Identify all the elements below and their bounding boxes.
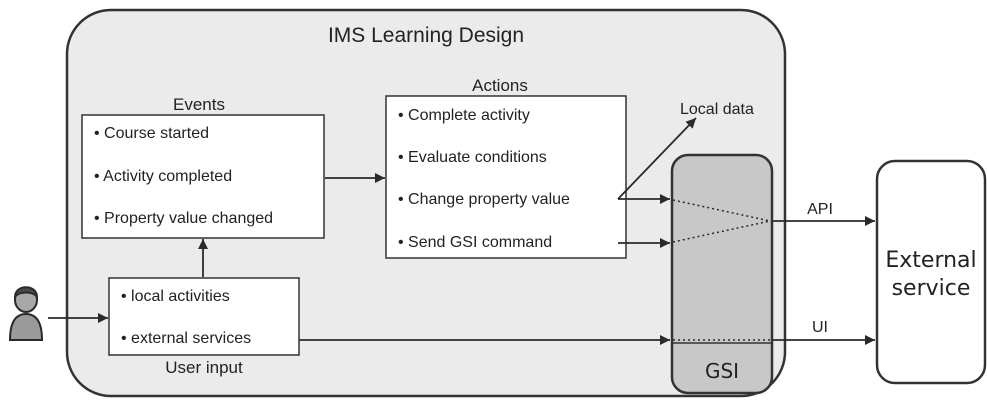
gsi-route-dotted	[672, 220, 771, 243]
ui-label: UI	[812, 319, 828, 336]
actions-item: • Evaluate conditions	[398, 149, 547, 166]
ims-title: IMS Learning Design	[328, 24, 524, 47]
events-heading: Events	[173, 95, 225, 114]
user-input-item: • local activities	[121, 288, 230, 305]
gsi-route-dotted	[672, 199, 771, 222]
external-service-label: service	[892, 276, 971, 301]
events-item: • Activity completed	[94, 168, 232, 185]
gsi-label: GSI	[705, 359, 739, 383]
events-box	[81, 114, 325, 239]
actions-item: • Complete activity	[398, 107, 530, 124]
actions-box	[385, 95, 627, 259]
events-item: • Property value changed	[94, 210, 273, 227]
user-input-item: • external services	[121, 330, 251, 347]
actions-heading: Actions	[472, 76, 528, 95]
local-data-label: Local data	[680, 101, 754, 118]
api-label: API	[807, 201, 833, 218]
user-icon	[8, 286, 44, 341]
user-input-heading: User input	[165, 358, 243, 377]
user-input-box	[108, 277, 300, 356]
actions-item: • Send GSI command	[398, 234, 552, 251]
actions-item: • Change property value	[398, 191, 570, 208]
external-service-box	[875, 159, 987, 385]
events-item: • Course started	[94, 125, 209, 142]
gsi-box	[670, 153, 774, 395]
arrow-to-local-data	[617, 117, 697, 200]
external-service-label: External	[885, 248, 976, 273]
